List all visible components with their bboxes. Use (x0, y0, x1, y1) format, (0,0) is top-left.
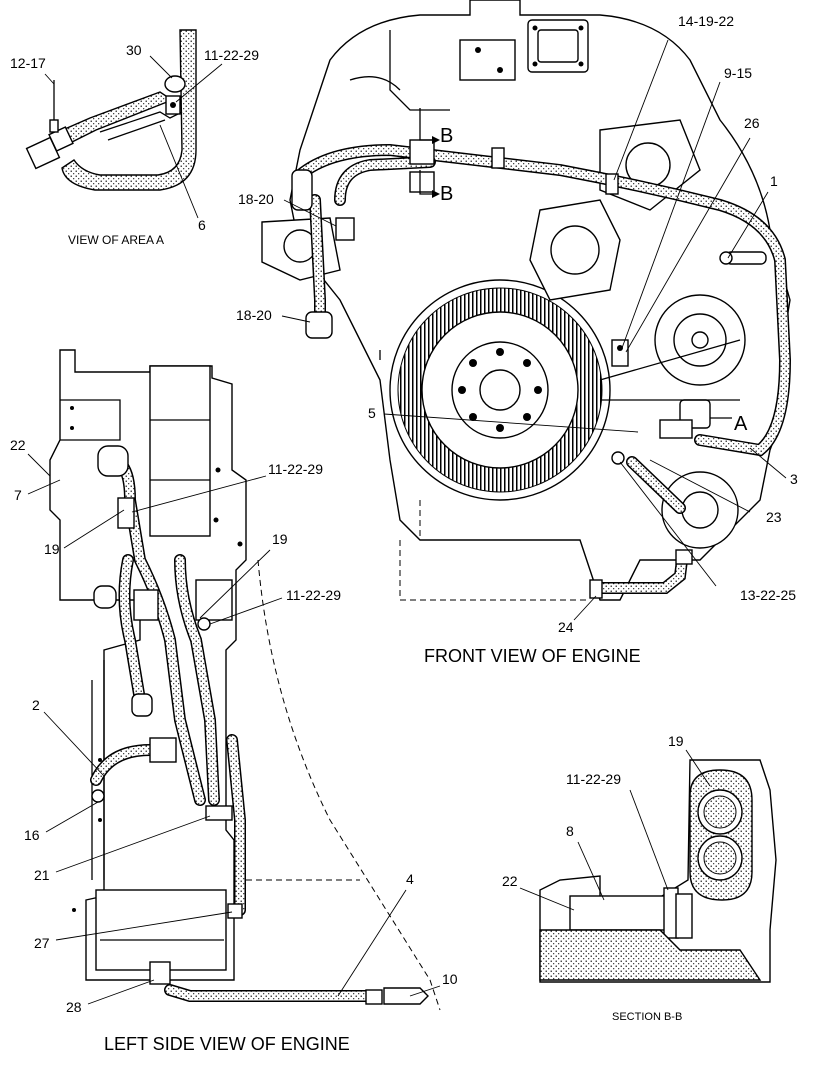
front-view-engine (261, 0, 792, 601)
callout-22-left-view: 22 (10, 437, 26, 453)
callout-16: 16 (24, 827, 40, 843)
callout-6: 6 (198, 217, 206, 233)
section-b-b (539, 759, 777, 983)
callout-18-20-upper: 18-20 (238, 191, 274, 207)
section-b-b-caption: SECTION B-B (612, 1011, 682, 1023)
left-side-view-caption: LEFT SIDE VIEW OF ENGINE (104, 1034, 350, 1054)
callout-9-15: 9-15 (724, 65, 752, 81)
callout-23: 23 (766, 509, 782, 525)
callout-12-17: 12-17 (10, 55, 46, 71)
callout-14-19-22: 14-19-22 (678, 13, 734, 29)
callout-21: 21 (34, 867, 50, 883)
callout-8: 8 (566, 823, 574, 839)
callout-11-22-29-section: 11-22-29 (566, 771, 621, 787)
front-view-caption: FRONT VIEW OF ENGINE (424, 646, 641, 666)
callout-24: 24 (558, 619, 574, 635)
callout-22-section: 22 (502, 873, 518, 889)
pulley-bolts (458, 348, 542, 432)
section-b-marker-lower: B (440, 183, 453, 205)
callout-27: 27 (34, 935, 50, 951)
callout-11-22-29-area-a: 11-22-29 (204, 47, 259, 63)
area-a-marker: A (734, 413, 748, 435)
callout-13-22-25: 13-22-25 (740, 587, 796, 603)
callout-10: 10 (442, 971, 458, 987)
section-b-marker-upper: B (440, 125, 453, 147)
left-view-bolt-row (70, 406, 243, 912)
callout-11-22-29-left-lower: 11-22-29 (286, 587, 341, 603)
callout-5: 5 (368, 405, 376, 421)
view-area-a-caption: VIEW OF AREA A (68, 233, 164, 247)
callout-19-section: 19 (668, 733, 684, 749)
callout-1: 1 (770, 173, 778, 189)
callout-30: 30 (126, 42, 142, 58)
callout-28: 28 (66, 999, 82, 1015)
callout-19-left-lower: 19 (272, 531, 288, 547)
left-side-view-engine (49, 349, 441, 1011)
view-area-a (25, 29, 197, 191)
callout-18-20-lower: 18-20 (236, 307, 272, 323)
callout-11-22-29-left-upper: 11-22-29 (268, 461, 323, 477)
callout-2: 2 (32, 697, 40, 713)
callout-4: 4 (406, 871, 414, 887)
callout-26: 26 (744, 115, 760, 131)
callout-7: 7 (14, 487, 22, 503)
callout-19-left-upper: 19 (44, 541, 60, 557)
callout-3: 3 (790, 471, 798, 487)
